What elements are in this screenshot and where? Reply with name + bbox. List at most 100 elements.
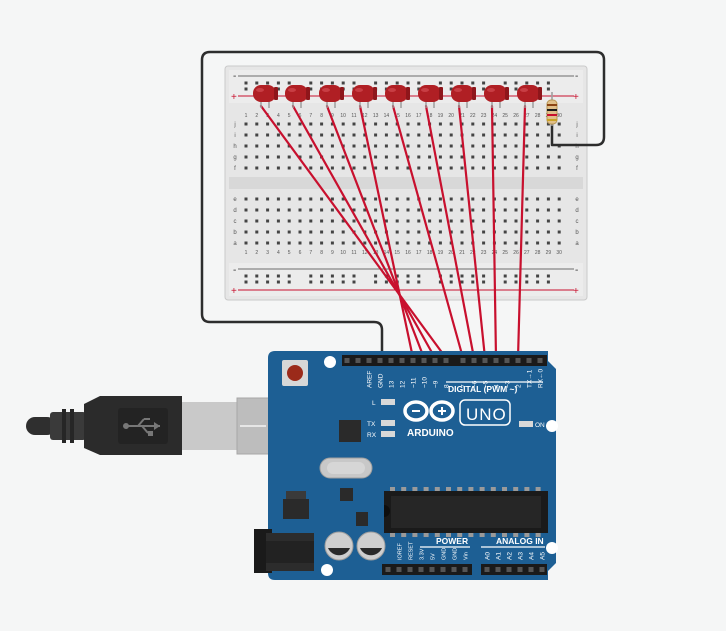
col-number: 10 bbox=[340, 250, 346, 256]
digital-pin-label: 8 bbox=[444, 384, 451, 388]
tx-led bbox=[381, 420, 395, 426]
row-letter: i bbox=[234, 133, 235, 139]
red-led[interactable] bbox=[484, 85, 509, 108]
power-header[interactable] bbox=[382, 564, 472, 575]
red-led[interactable] bbox=[517, 85, 542, 108]
row-letter: e bbox=[233, 197, 237, 203]
microcontroller-chip bbox=[384, 487, 548, 537]
analog-label: ANALOG IN bbox=[496, 536, 544, 546]
row-letter: d bbox=[575, 208, 578, 214]
col-number: 30 bbox=[556, 250, 562, 256]
power-pin-label: GND bbox=[453, 548, 459, 560]
analog-header[interactable] bbox=[481, 564, 547, 575]
col-number: 14 bbox=[384, 113, 390, 119]
ground-wire[interactable] bbox=[200, 50, 606, 360]
col-number: 28 bbox=[535, 250, 541, 256]
col-number: 12 bbox=[362, 250, 368, 256]
col-number: 28 bbox=[535, 113, 541, 119]
digital-pin-label: RX←0 bbox=[538, 368, 545, 388]
rail-plus-bottom-right: + bbox=[573, 286, 579, 297]
digital-pin-label: AREF bbox=[367, 371, 374, 388]
signal-wires[interactable] bbox=[259, 104, 527, 360]
red-led[interactable] bbox=[319, 85, 344, 108]
mount-hole bbox=[324, 356, 336, 368]
col-number: 16 bbox=[405, 250, 411, 256]
rail-plus-top-left: + bbox=[231, 92, 237, 103]
signal-wire[interactable] bbox=[358, 104, 415, 360]
on-led bbox=[519, 421, 533, 427]
bottom-header-pins bbox=[385, 567, 545, 572]
digital-pin-label: GND bbox=[378, 373, 385, 388]
dc-power-jack[interactable] bbox=[254, 529, 314, 573]
col-number: 18 bbox=[427, 113, 433, 119]
capacitor bbox=[356, 531, 386, 561]
signal-wire[interactable] bbox=[391, 104, 465, 360]
col-number: 23 bbox=[481, 113, 487, 119]
row-letter: h bbox=[233, 144, 236, 150]
signal-wire[interactable] bbox=[516, 104, 527, 360]
usb-cable[interactable] bbox=[26, 396, 270, 455]
digital-pin-label: ~3 bbox=[505, 380, 512, 388]
row-letter: c bbox=[576, 219, 579, 225]
col-number: 18 bbox=[427, 250, 433, 256]
rail-plus-bottom-left: + bbox=[231, 286, 237, 297]
col-number: 26 bbox=[513, 250, 519, 256]
arduino-brand: ARDUINO bbox=[407, 428, 454, 439]
signal-wire[interactable] bbox=[259, 104, 448, 360]
mount-hole bbox=[546, 542, 558, 554]
small-component bbox=[340, 488, 353, 501]
col-number: 20 bbox=[448, 113, 454, 119]
red-led[interactable] bbox=[418, 85, 443, 108]
rx-led-label: RX bbox=[367, 432, 377, 439]
col-number: 2 bbox=[255, 113, 258, 119]
signal-wire[interactable] bbox=[291, 104, 437, 360]
col-number: 15 bbox=[394, 250, 400, 256]
digital-pin-label: 12 bbox=[400, 380, 407, 388]
col-number: 19 bbox=[438, 250, 444, 256]
reset-button[interactable] bbox=[282, 360, 308, 386]
row-letter: g bbox=[575, 155, 578, 161]
signal-wire[interactable] bbox=[490, 104, 498, 360]
digital-pin-label: 2 bbox=[516, 384, 523, 388]
col-number: 6 bbox=[299, 250, 302, 256]
analog-pin-label: A0 bbox=[485, 552, 492, 560]
led-array[interactable] bbox=[253, 85, 542, 108]
col-number: 16 bbox=[405, 113, 411, 119]
col-number: 1 bbox=[245, 250, 248, 256]
signal-wire[interactable] bbox=[325, 104, 426, 360]
crystal-oscillator bbox=[319, 457, 373, 479]
col-number: 17 bbox=[416, 113, 422, 119]
col-number: 20 bbox=[448, 250, 454, 256]
red-led[interactable] bbox=[352, 85, 377, 108]
red-led[interactable] bbox=[253, 85, 278, 108]
row-letter: h bbox=[575, 144, 578, 150]
row-letter: a bbox=[233, 241, 237, 247]
l-led-label: L bbox=[372, 400, 376, 407]
red-led[interactable] bbox=[451, 85, 476, 108]
row-letter: g bbox=[233, 155, 236, 161]
red-led[interactable] bbox=[385, 85, 410, 108]
digital-pin-label: ~11 bbox=[411, 377, 418, 388]
digital-header-pins bbox=[344, 358, 543, 363]
col-number: 5 bbox=[288, 113, 291, 119]
col-number: 1 bbox=[245, 113, 248, 119]
on-led-label: ON bbox=[535, 422, 545, 429]
signal-wire[interactable] bbox=[424, 104, 476, 360]
col-number: 25 bbox=[502, 113, 508, 119]
mount-hole bbox=[321, 564, 333, 576]
resistor[interactable] bbox=[546, 92, 558, 126]
digital-pin-label: ~10 bbox=[422, 377, 429, 388]
row-letter: i bbox=[576, 133, 577, 139]
signal-wire[interactable] bbox=[457, 104, 487, 360]
analog-pin-label: A4 bbox=[529, 552, 536, 560]
power-pin-label: Vin bbox=[464, 552, 470, 560]
col-number: 4 bbox=[277, 250, 280, 256]
col-number: 27 bbox=[524, 250, 530, 256]
red-led[interactable] bbox=[285, 85, 310, 108]
mount-hole bbox=[546, 420, 558, 432]
col-number: 22 bbox=[470, 113, 476, 119]
col-number: 30 bbox=[556, 113, 562, 119]
